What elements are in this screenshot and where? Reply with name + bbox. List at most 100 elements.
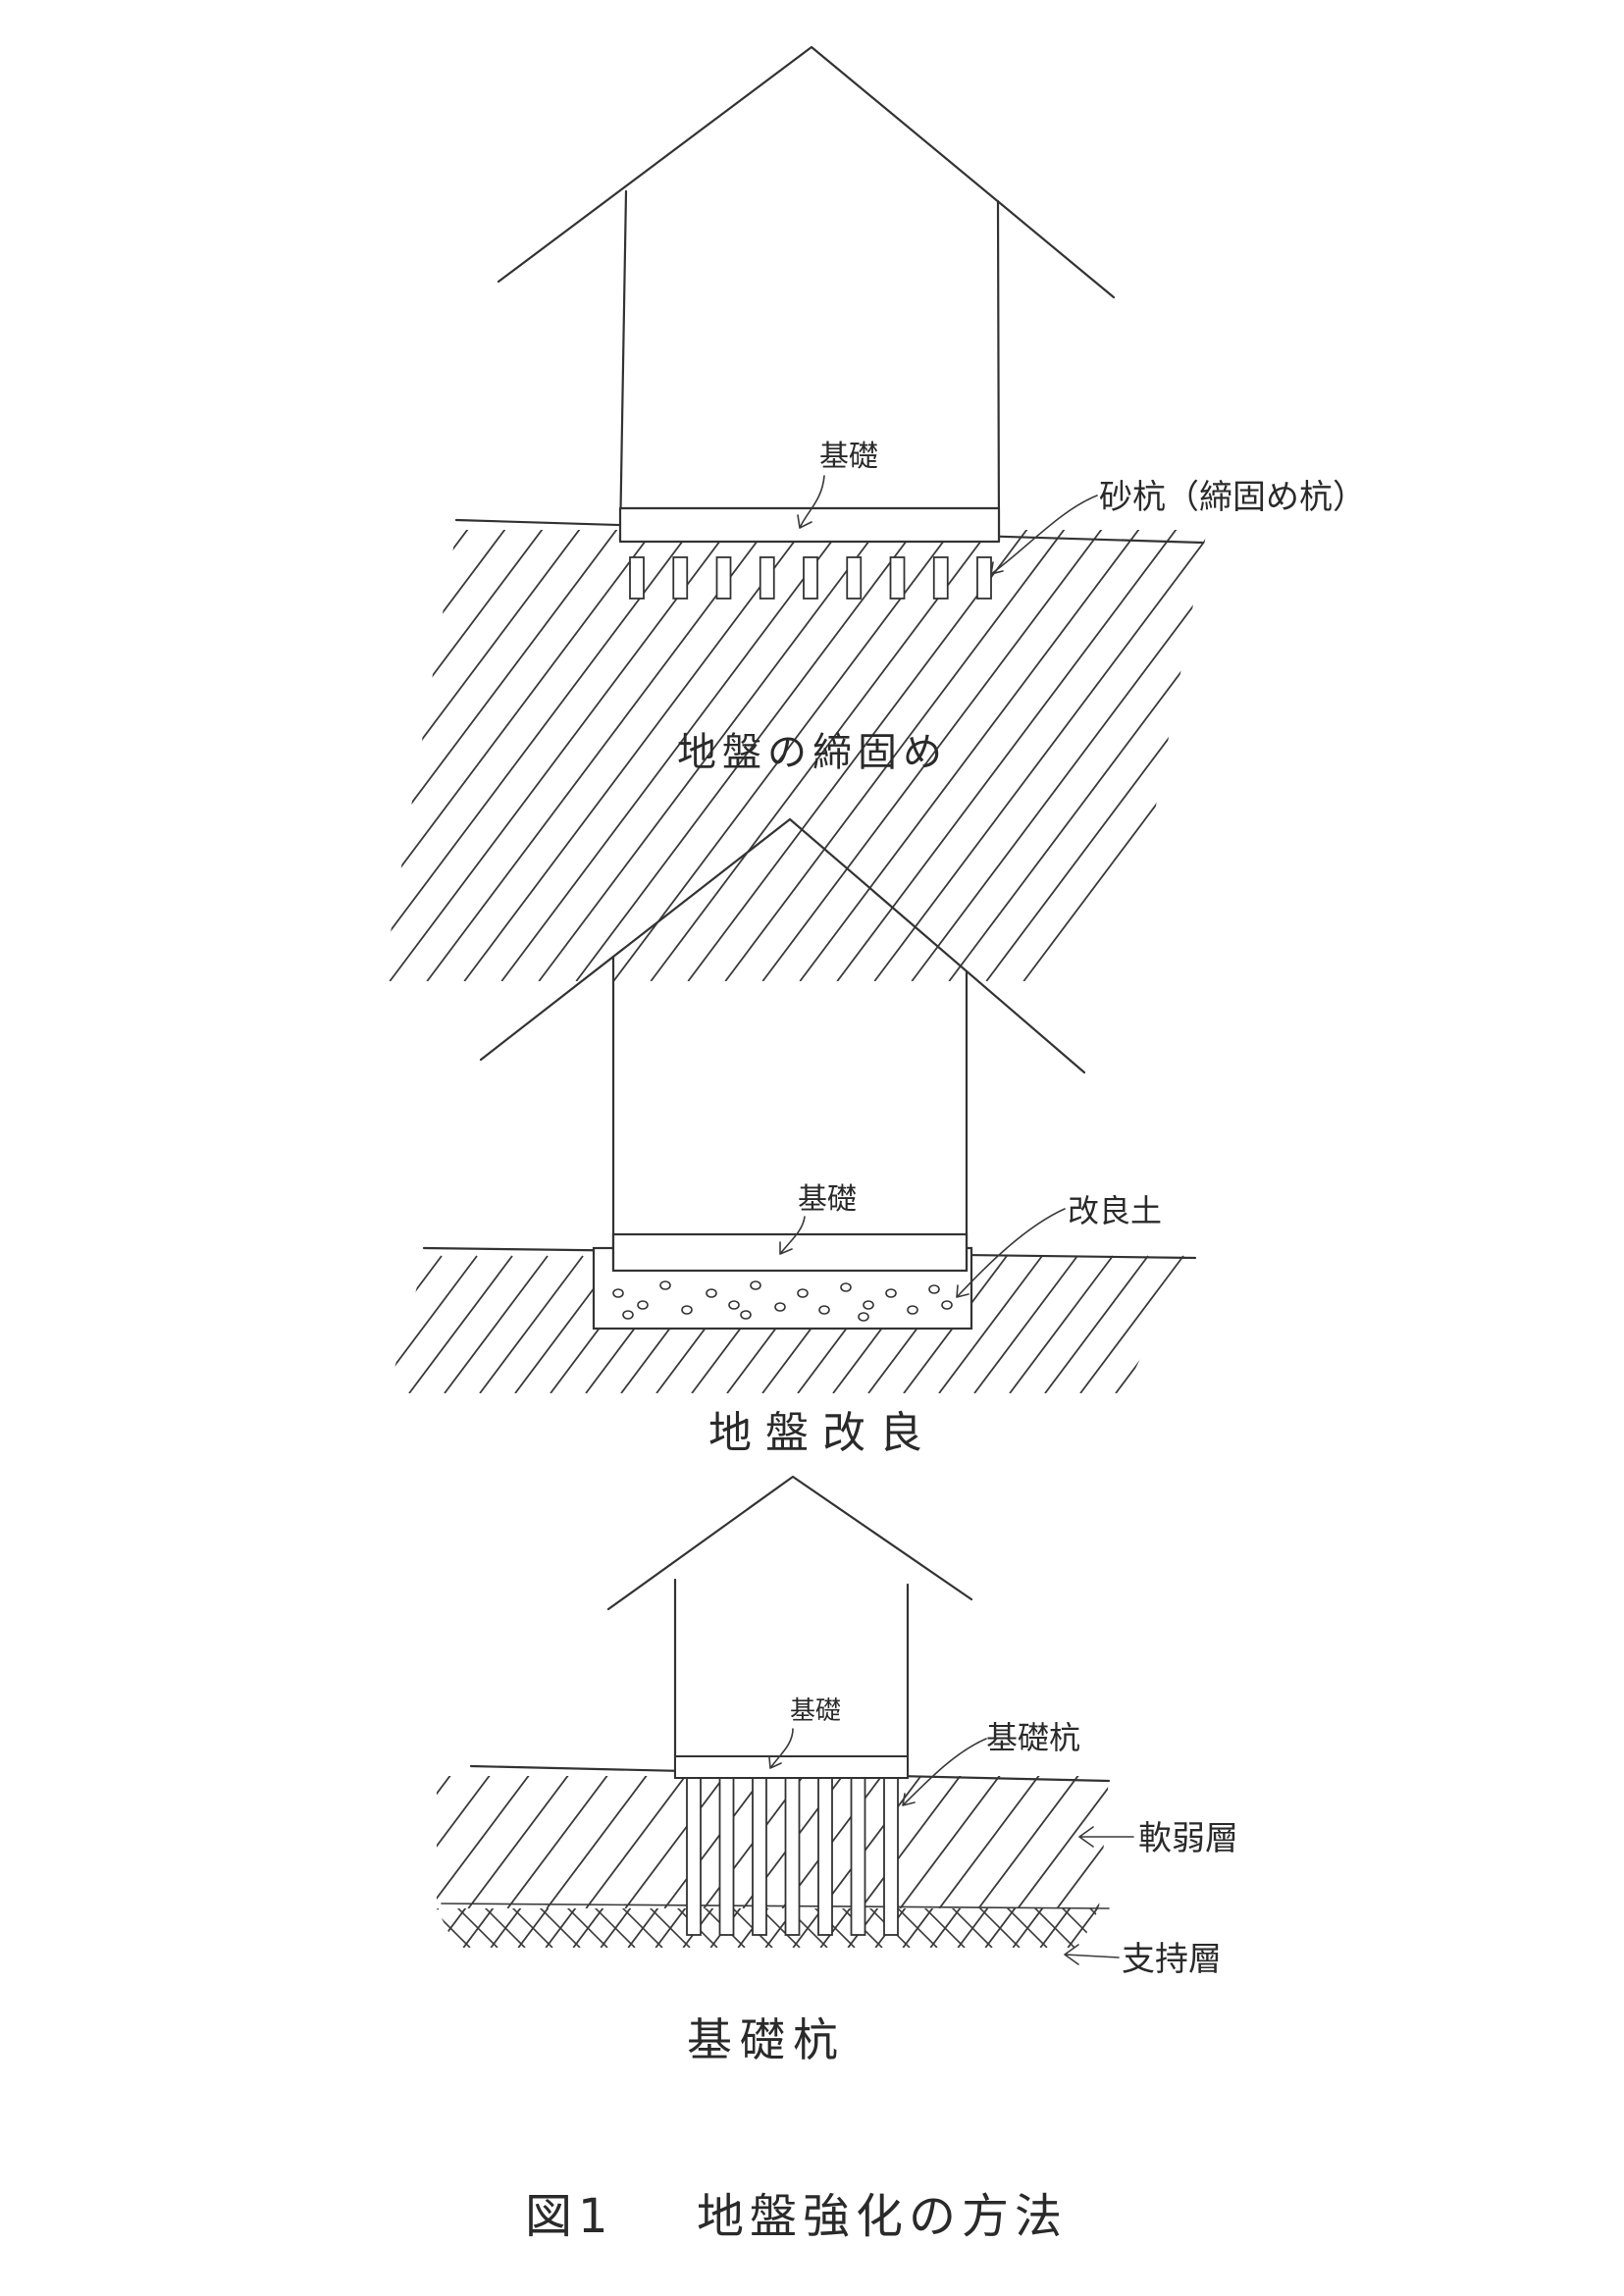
piles-arrow	[902, 1738, 987, 1806]
ground-hatch	[383, 530, 1207, 981]
foundation-pile	[850, 1777, 866, 1936]
sand-pile	[672, 556, 689, 600]
pebble	[740, 1310, 752, 1320]
hatch-line	[1079, 1255, 1184, 1393]
cross-line	[437, 1908, 443, 1948]
cross-line	[984, 1908, 1020, 1948]
panel-title: 地盤の締固め	[677, 730, 948, 775]
cross-line	[1067, 1908, 1099, 1948]
sand-pile	[759, 556, 775, 600]
cross-line	[480, 1908, 526, 1948]
hatch-line	[1185, 1255, 1192, 1393]
cross-line	[645, 1908, 691, 1948]
hatch-line	[1257, 1256, 1360, 1393]
roof	[606, 1475, 973, 1611]
panel-foundation-piles: 基礎 基礎杭 軟弱層 支持層 基礎杭	[343, 1475, 1266, 2066]
cross-line	[1029, 1908, 1075, 1948]
pebble	[706, 1288, 717, 1298]
foundation-label: 基礎	[798, 1182, 857, 1217]
hatch-line	[437, 1776, 531, 1908]
cross-line	[437, 1908, 471, 1948]
foundation-pile	[718, 1777, 735, 1936]
hatch-line	[761, 530, 1106, 981]
foundation-slab	[611, 1232, 969, 1273]
cross-line	[1232, 1904, 1266, 1948]
hatch-line	[383, 530, 658, 981]
hatch-line	[663, 1776, 766, 1908]
pebble	[774, 1302, 786, 1312]
hatch-line	[426, 530, 770, 981]
cross-line	[535, 1908, 581, 1948]
hatch-line	[383, 530, 696, 981]
improved-soil-arrow	[956, 1208, 1066, 1298]
cross-line	[562, 1908, 608, 1948]
pebble	[750, 1280, 761, 1290]
figure-number: 図1	[525, 2189, 614, 2244]
cross-line	[490, 1908, 525, 1948]
pebble	[928, 1284, 940, 1294]
cross-line	[452, 1908, 498, 1948]
foundation-pile	[686, 1777, 702, 1936]
hatch-line	[500, 530, 845, 981]
cross-line	[462, 1908, 498, 1948]
hatch-line	[612, 530, 957, 981]
sand-piles	[629, 556, 992, 600]
cross-line	[590, 1908, 636, 1948]
cross-line	[437, 1908, 444, 1948]
pebble	[797, 1288, 809, 1298]
panel-compaction: 基礎 砂杭（締固め杭） 地盤の締固め	[383, 45, 1366, 981]
hatch-line	[911, 530, 1207, 981]
cross-line	[507, 1908, 553, 1948]
pebble	[885, 1288, 897, 1298]
hatch-line	[860, 1776, 963, 1908]
soft-layer-arrow	[1078, 1826, 1134, 1848]
pebble	[637, 1300, 649, 1310]
cross-line	[1039, 1908, 1074, 1948]
hatch-line	[437, 1776, 492, 1908]
improved-soil-label: 改良土	[1068, 1192, 1162, 1229]
cross-line	[343, 1904, 388, 1948]
cross-line	[892, 1908, 938, 1948]
house-right-wall	[996, 199, 1001, 542]
hatch-line	[820, 1776, 923, 1908]
hatch-line	[836, 530, 1180, 981]
hatch-line	[383, 530, 509, 981]
cross-line	[957, 1908, 992, 1948]
hatch-line	[1044, 1255, 1149, 1393]
hatch-line	[724, 530, 1069, 981]
cross-line	[617, 1908, 663, 1948]
hatch-line	[585, 1776, 688, 1908]
hatch-line	[624, 1776, 727, 1908]
foundation-arrow	[779, 1216, 806, 1255]
pebble	[659, 1280, 671, 1290]
foundation-pile	[883, 1777, 899, 1936]
hatch-line	[463, 530, 808, 981]
cross-line	[600, 1908, 635, 1948]
hatch-line	[575, 530, 919, 981]
panel-soil-improvement: 基礎 改良土 地盤改良	[388, 817, 1360, 1458]
cross-line	[627, 1908, 662, 1948]
panel-title: 基礎杭	[687, 2013, 846, 2066]
bearing-layer-arrow	[1064, 1944, 1120, 1965]
piles-arrow	[990, 495, 1098, 575]
roof	[497, 45, 1116, 299]
hatch-line	[408, 1255, 513, 1393]
figure-caption: 図1 地盤強化の方法	[525, 2189, 1062, 2244]
hatch-line	[1022, 530, 1207, 981]
hatch-line	[938, 1255, 1043, 1393]
hatch-line	[1222, 1256, 1325, 1393]
cross-line	[819, 1908, 855, 1948]
hatch-line	[383, 530, 472, 981]
cross-line	[727, 1908, 773, 1948]
foundation-pile	[784, 1777, 801, 1936]
cross-line	[655, 1908, 690, 1948]
soft-layer-hatch	[437, 1776, 1109, 1908]
hatch-line	[467, 1776, 570, 1908]
foundation-slab	[618, 506, 1001, 544]
hatch-line	[687, 530, 1031, 981]
hatch-line	[650, 530, 994, 981]
hatch-line	[383, 530, 621, 981]
cross-line	[1084, 1908, 1099, 1948]
house	[479, 817, 1086, 1273]
